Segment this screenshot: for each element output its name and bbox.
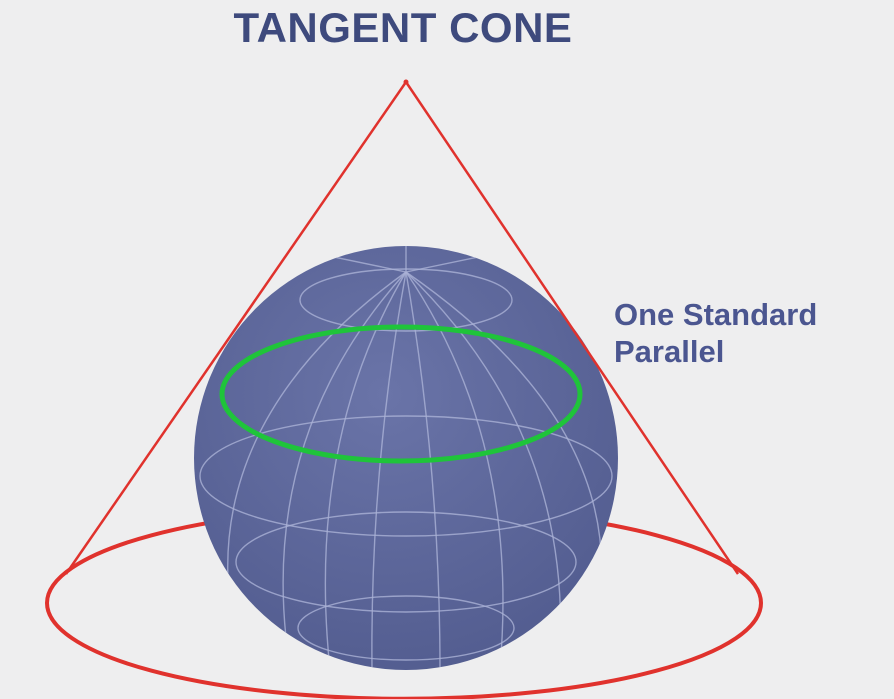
cone-left-edge	[64, 81, 408, 575]
diagram-title: TANGENT CONE	[233, 4, 573, 51]
cone-apex	[403, 79, 409, 85]
cone-right-edge	[404, 81, 740, 575]
label-line-2: Parallel	[614, 334, 725, 369]
standard-parallel-line	[219, 324, 583, 464]
label-line-1: One Standard	[614, 297, 818, 332]
globe	[194, 246, 618, 670]
standard-parallel-label: One Standard Parallel	[614, 296, 817, 370]
